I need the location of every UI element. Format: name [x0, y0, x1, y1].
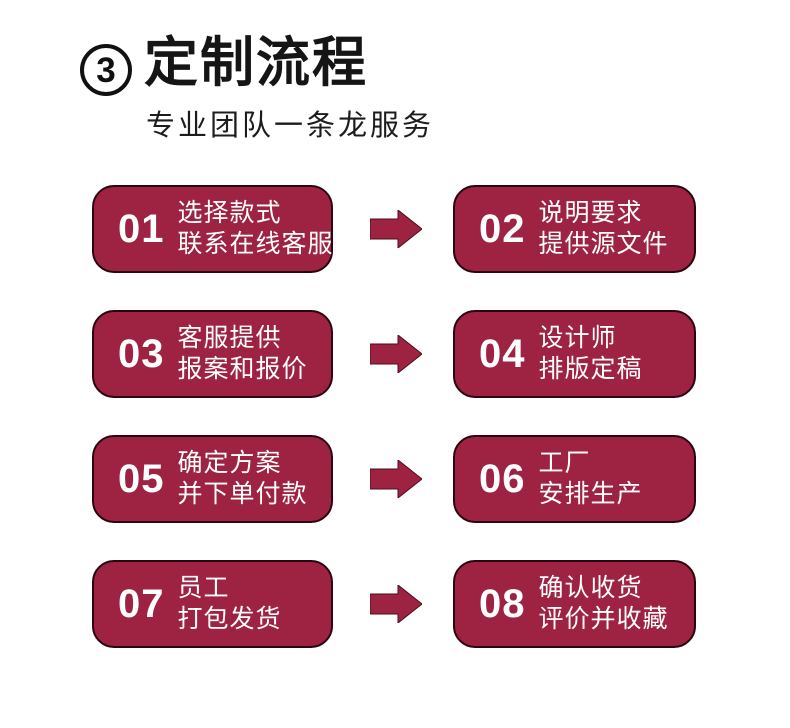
step-line1: 确认收货	[538, 574, 643, 602]
step-number: 06	[479, 457, 526, 501]
step-card-07: 07 员工 打包发货	[92, 560, 333, 648]
section-number-badge: 3	[80, 44, 132, 96]
step-line1: 员工	[177, 574, 230, 602]
step-card-05: 05 确定方案 并下单付款	[92, 435, 333, 523]
step-number: 04	[479, 332, 526, 376]
step-number: 07	[118, 582, 165, 626]
step-line1: 工厂	[538, 449, 591, 477]
step-line2: 安排生产	[538, 480, 643, 508]
step-line2: 报案和报价	[177, 355, 308, 383]
arrow-right-icon	[370, 335, 422, 373]
arrow-right-icon	[370, 585, 422, 623]
step-card-02: 02 说明要求 提供源文件	[453, 185, 696, 273]
step-number: 01	[118, 207, 165, 251]
step-line1: 说明要求	[538, 199, 643, 227]
step-line2: 打包发货	[177, 605, 282, 633]
page-subtitle: 专业团队一条龙服务	[146, 110, 435, 142]
step-card-03: 03 客服提供 报案和报价	[92, 310, 333, 398]
step-card-06: 06 工厂 安排生产	[453, 435, 696, 523]
step-line2: 排版定稿	[538, 355, 643, 383]
step-card-08: 08 确认收货 评价并收藏	[453, 560, 696, 648]
step-card-01: 01 选择款式 联系在线客服	[92, 185, 333, 273]
step-line2: 并下单付款	[177, 480, 308, 508]
step-number: 02	[479, 207, 526, 251]
step-card-04: 04 设计师 排版定稿	[453, 310, 696, 398]
step-line1: 选择款式	[177, 199, 282, 227]
arrow-right-icon	[370, 210, 422, 248]
step-number: 03	[118, 332, 165, 376]
step-line1: 客服提供	[177, 324, 282, 352]
step-line1: 确定方案	[177, 449, 282, 477]
step-number: 05	[118, 457, 165, 501]
step-line1: 设计师	[538, 324, 617, 352]
step-line2: 提供源文件	[538, 230, 669, 258]
step-line2: 评价并收藏	[538, 605, 669, 633]
arrow-right-icon	[370, 460, 422, 498]
page-title: 定制流程	[144, 33, 368, 93]
step-number: 08	[479, 582, 526, 626]
step-line2: 联系在线客服	[177, 230, 334, 258]
section-number: 3	[96, 50, 116, 90]
